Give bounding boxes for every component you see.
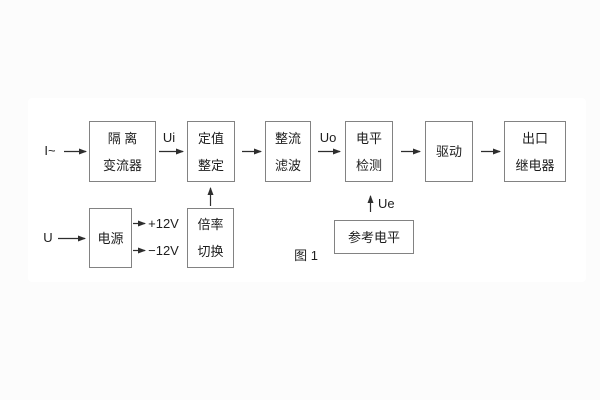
signal-minus12v-label: −12V: [148, 243, 179, 258]
signal-input-current: I~: [44, 143, 56, 158]
node-label: 电源: [97, 230, 124, 246]
signal-plus12v-label: +12V: [148, 216, 179, 231]
node-setting: 定值 整定: [187, 121, 235, 182]
node-label: 定值: [197, 130, 224, 146]
node-label: 整定: [197, 157, 224, 173]
node-label: 整流: [274, 130, 301, 146]
node-ratio-switch: 倍率 切换: [187, 208, 234, 268]
node-label: 倍率: [197, 217, 224, 232]
node-label: 滤波: [274, 157, 301, 173]
signal-input-voltage: U: [43, 230, 53, 245]
signal-uo-label: Uo: [319, 130, 337, 145]
signal-ui-label: Ui: [162, 130, 176, 145]
node-isolation-transformer: 隔 离 变流器: [89, 121, 156, 182]
node-driver: 驱动: [425, 121, 473, 182]
node-label: 参考电平: [347, 229, 400, 245]
node-label: 驱动: [435, 144, 462, 159]
node-label: 出口: [521, 130, 548, 146]
node-level-detection: 电平 检测: [345, 121, 393, 182]
figure-caption: 图 1: [294, 248, 318, 263]
node-power-supply: 电源: [89, 208, 132, 268]
node-label: 切换: [197, 244, 224, 259]
node-label: 电平: [355, 130, 382, 146]
node-label: 变流器: [102, 157, 142, 173]
signal-ue-label: Ue: [378, 196, 395, 211]
node-rectifier-filter: 整流 滤波: [265, 121, 311, 182]
node-label: 隔 离: [107, 130, 138, 146]
node-output-relay: 出口 继电器: [504, 121, 566, 182]
node-reference-level: 参考电平: [334, 220, 414, 254]
node-label: 继电器: [515, 157, 555, 173]
node-label: 检测: [355, 157, 382, 173]
